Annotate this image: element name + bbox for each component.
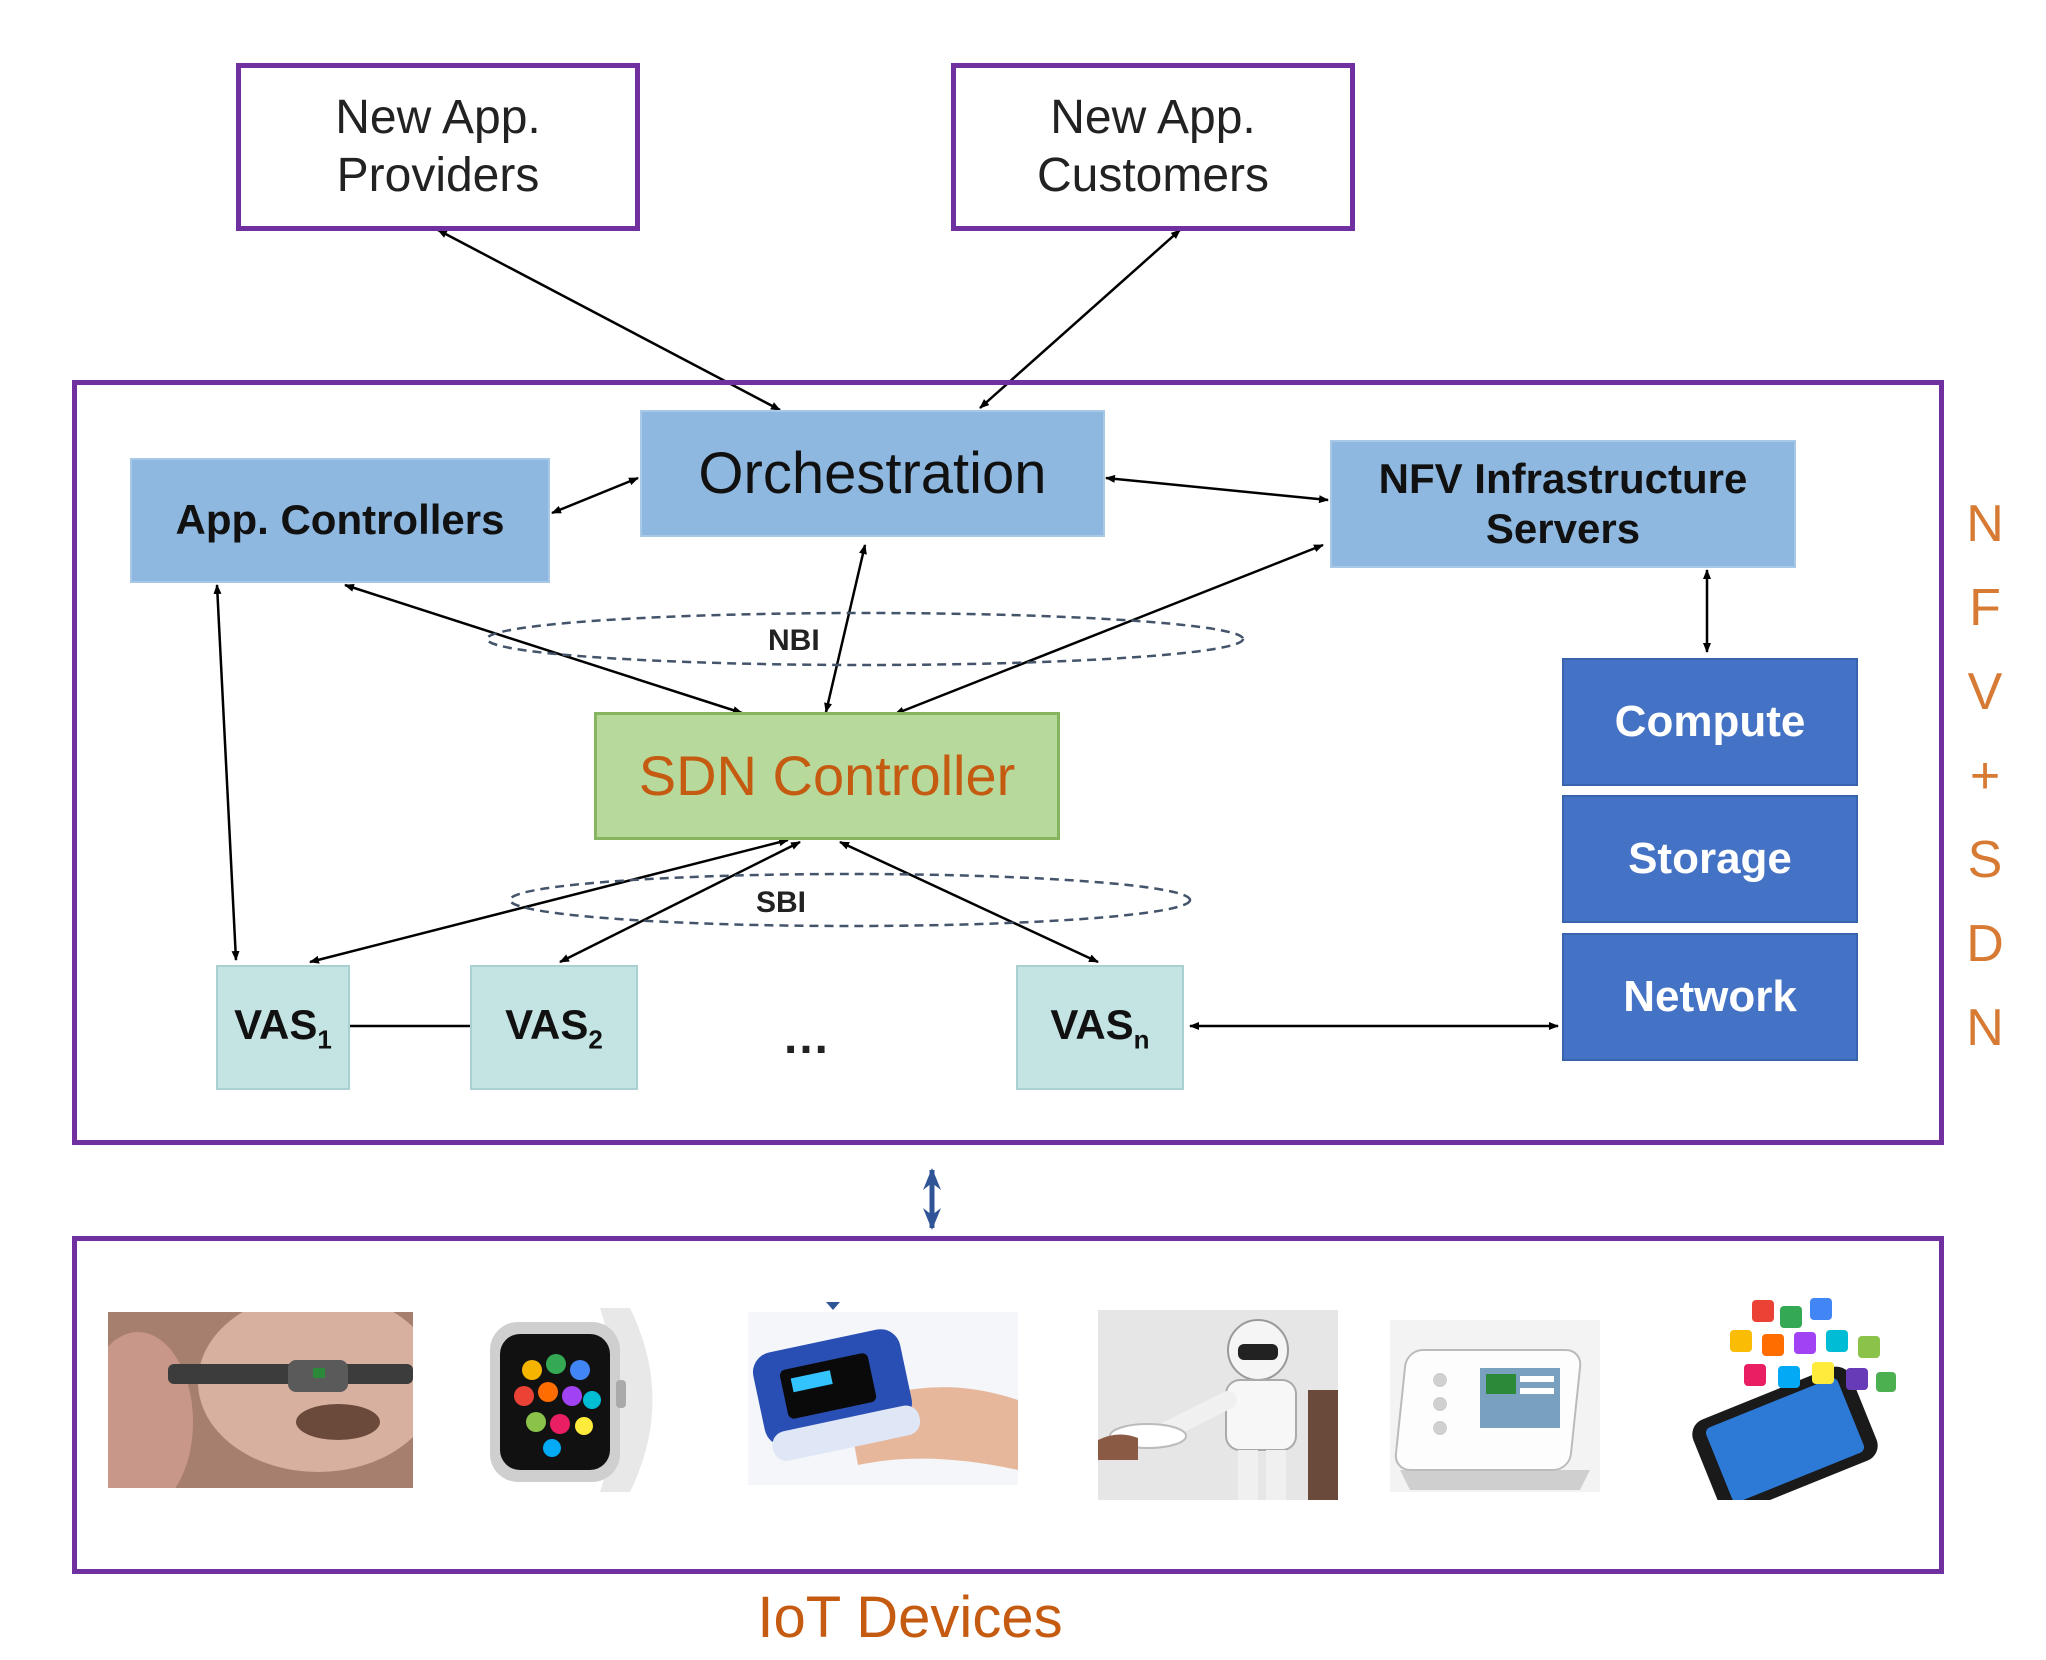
- vas-ellipsis: …: [782, 1011, 830, 1064]
- nfv-sdn-platform-frame: [72, 380, 1944, 1145]
- side-letter: D: [1966, 915, 2004, 973]
- link-orchestration-nfv: [1105, 474, 1329, 504]
- sbi-label: SBI: [756, 886, 807, 919]
- vas1-box: VAS1: [216, 965, 350, 1090]
- medical-monitor-image: [1390, 1320, 1600, 1492]
- side-letter: +: [1969, 747, 2001, 805]
- link-sdn-vas2: [559, 840, 801, 964]
- nbi-label: NBI: [768, 624, 820, 657]
- app-controllers-label: App. Controllers: [175, 496, 505, 544]
- vasn-box: VASn: [1016, 965, 1184, 1090]
- orchestration-label: Orchestration: [698, 440, 1047, 506]
- sdn-controller-box: SDN Controller: [594, 712, 1060, 840]
- side-letter: N: [1966, 999, 2004, 1057]
- vasn-label: VASn: [1050, 1000, 1150, 1055]
- network-box: Network: [1562, 933, 1858, 1061]
- nfv-infrastructure-box: NFV Infrastructure Servers: [1330, 440, 1796, 568]
- sdn-controller-label: SDN Controller: [638, 744, 1016, 808]
- link-nfv-sdn: [894, 543, 1324, 716]
- providers-box: New App. Providers: [236, 63, 640, 231]
- nfv-infrastructure-label: NFV Infrastructure Servers: [1378, 454, 1748, 552]
- side-letter: F: [1969, 579, 2001, 637]
- nbi-boundary: [485, 611, 1245, 667]
- link-appctrl-orchestration: [551, 476, 639, 515]
- smart-watch-image: [480, 1300, 675, 1500]
- vas2-label: VAS2: [505, 1000, 603, 1055]
- compute-box: Compute: [1562, 658, 1858, 786]
- pulse-oximeter-image: [748, 1300, 1018, 1485]
- link-customers-orchestration: [979, 229, 1181, 409]
- compute-label: Compute: [1614, 696, 1806, 746]
- link-orchestration-sdn: [824, 544, 867, 713]
- sbi-boundary: [508, 872, 1192, 928]
- network-label: Network: [1623, 971, 1797, 1021]
- orchestration-box: Orchestration: [640, 410, 1105, 537]
- vas2-box: VAS2: [470, 965, 638, 1090]
- link-appctrl-vas1: [213, 584, 240, 961]
- app-controllers-box: App. Controllers: [130, 458, 550, 583]
- smartphone-apps-image: [1670, 1290, 1910, 1500]
- vasn-subscript: n: [1133, 1024, 1150, 1055]
- vas1-label: VAS1: [234, 1000, 332, 1055]
- iot-devices-frame: [72, 1236, 1944, 1574]
- customers-label: New App. Customers: [1036, 91, 1270, 202]
- providers-label: New App. Providers: [335, 91, 541, 202]
- side-label-stack: N F V + S D N: [1950, 482, 2020, 1070]
- storage-box: Storage: [1562, 795, 1858, 923]
- link-sdn-vasn: [839, 840, 1099, 964]
- side-letter: S: [1967, 831, 2003, 889]
- customers-box: New App. Customers: [951, 63, 1355, 231]
- iot-devices-title: IoT Devices: [757, 1585, 1063, 1650]
- side-letter: N: [1966, 495, 2004, 553]
- vas1-subscript: 1: [317, 1024, 332, 1055]
- vas2-subscript: 2: [588, 1024, 603, 1055]
- smart-glasses-image: [108, 1312, 413, 1488]
- link-appctrl-sdn: [344, 583, 743, 715]
- humanoid-robot-image: [1098, 1310, 1338, 1500]
- side-letter: V: [1967, 663, 2003, 721]
- storage-label: Storage: [1628, 833, 1792, 883]
